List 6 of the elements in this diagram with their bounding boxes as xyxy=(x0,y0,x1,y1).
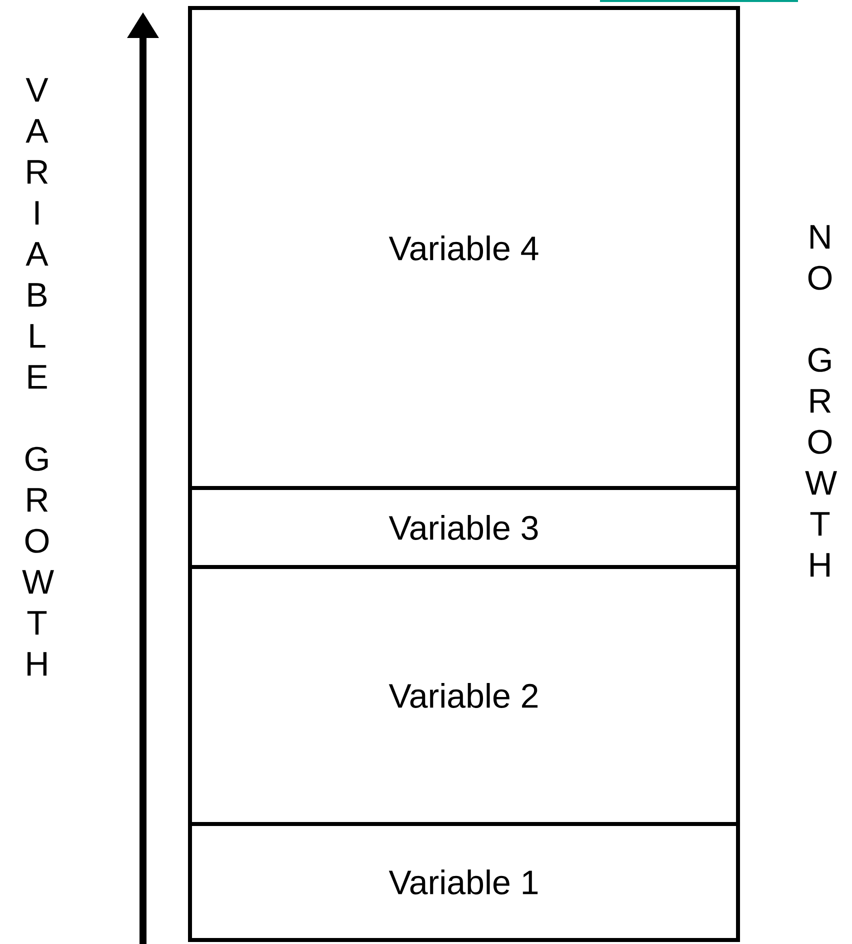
vertical-label: NO GROWTH xyxy=(805,225,837,577)
stacked-box: Variable 3 xyxy=(188,486,740,569)
stacked-box: Variable 2 xyxy=(188,565,740,826)
vertical-label: VARIABLE GROWTH xyxy=(22,78,54,676)
stacked-box: Variable 4 xyxy=(188,6,740,490)
stacked-box: Variable 1 xyxy=(188,822,740,942)
